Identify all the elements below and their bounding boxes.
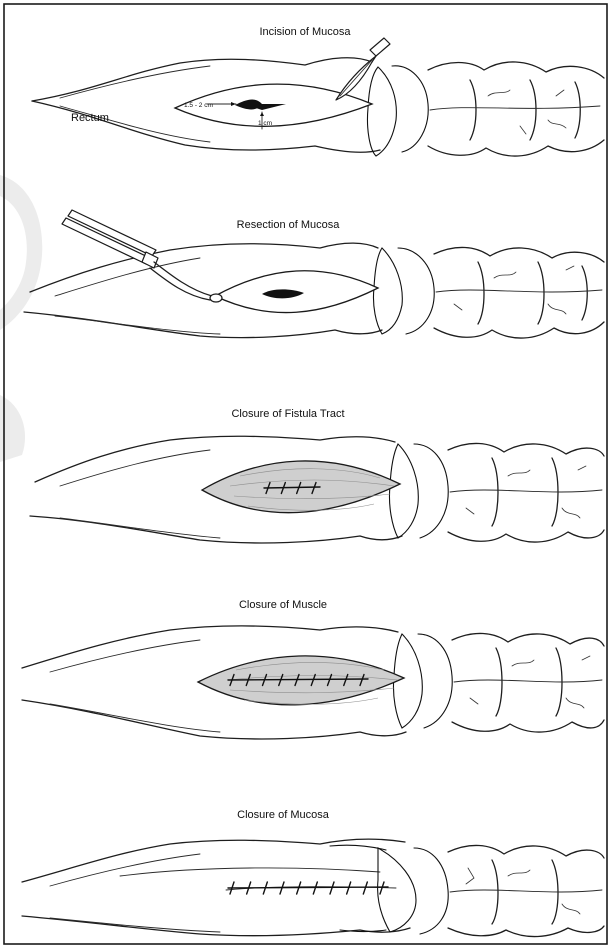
panel-closure-mucosa: Closure of Mucosa bbox=[22, 809, 604, 937]
panel-title: Incision of Mucosa bbox=[259, 26, 351, 38]
rectum-label: Rectum bbox=[71, 112, 109, 124]
suture-stitch bbox=[347, 882, 351, 894]
watermark bbox=[0, 175, 42, 462]
suture-thread bbox=[264, 487, 320, 488]
suture-thread bbox=[228, 887, 388, 888]
suture-stitch bbox=[363, 882, 367, 894]
forceps-icon bbox=[62, 210, 222, 302]
mucosal-window bbox=[215, 271, 378, 313]
colon-segments bbox=[393, 633, 604, 732]
scalpel-icon bbox=[336, 38, 390, 100]
panel-title: Closure of Mucosa bbox=[237, 809, 330, 821]
panel-closure-fistula-tract: Closure of Fistula Tract bbox=[30, 408, 604, 543]
colon-segments bbox=[367, 62, 604, 156]
colon-segments bbox=[389, 443, 604, 542]
colon-segments bbox=[373, 247, 604, 338]
colon-segments bbox=[330, 845, 604, 936]
panel-resection: Resection of Mucosa bbox=[24, 210, 604, 338]
suture-line bbox=[228, 882, 388, 894]
panel-title: Closure of Fistula Tract bbox=[231, 408, 344, 420]
panel-closure-muscle: Closure of Muscle bbox=[22, 599, 604, 739]
panel-title: Closure of Muscle bbox=[239, 599, 327, 611]
panel-incision: Incision of Mucosa 1.5 - 2 cm bbox=[32, 26, 604, 156]
length-measurement: 1.5 - 2 cm bbox=[184, 102, 213, 109]
panel-title: Resection of Mucosa bbox=[237, 219, 341, 231]
width-measurement: 1 cm bbox=[258, 120, 272, 127]
